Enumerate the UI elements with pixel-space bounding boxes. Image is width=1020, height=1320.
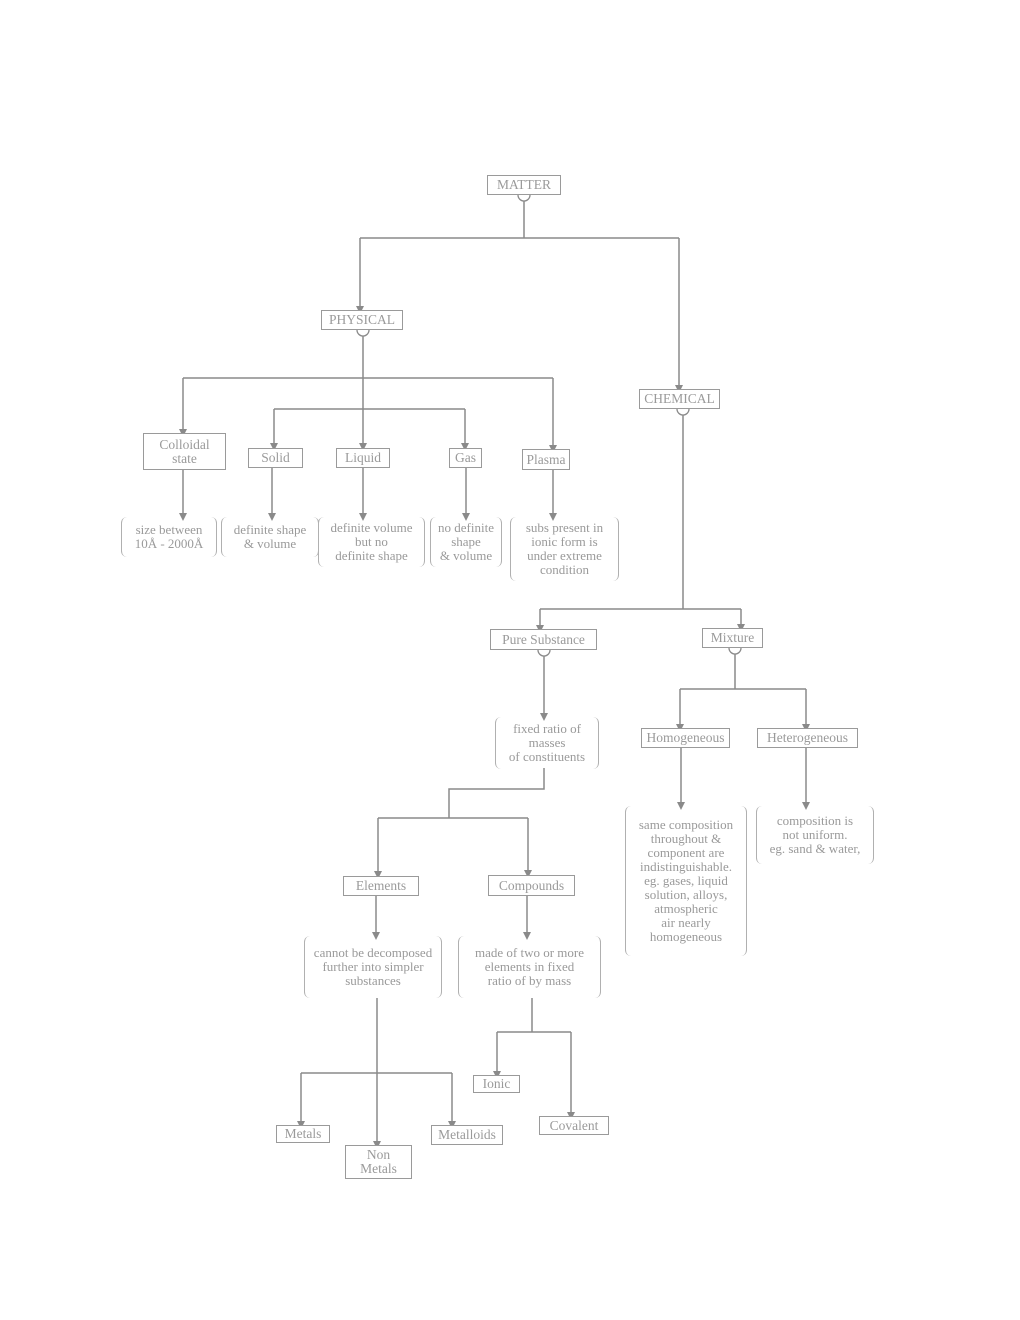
node-metalloids: Metalloids (431, 1125, 503, 1145)
node-mixture: Mixture (702, 628, 763, 648)
note-gas: no definite shape & volume (430, 517, 502, 567)
node-solid: Solid (248, 448, 303, 468)
note-elements: cannot be decomposed further into simple… (304, 936, 442, 998)
link-pure (378, 768, 545, 819)
cup-chemical (676, 408, 690, 416)
note-plasma: subs present in ionic form is under extr… (510, 517, 619, 581)
note-pure-substance: fixed ratio of masses of constituents (495, 717, 599, 769)
link-chemical (540, 409, 741, 610)
node-metals: Metals (276, 1125, 330, 1143)
node-plasma: Plasma (522, 449, 570, 470)
note-heterogeneous: composition is not uniform. eg. sand & w… (756, 806, 874, 864)
link-elements (301, 998, 452, 1074)
note-liquid: definite volume but no definite shape (318, 517, 425, 567)
node-physical: PHYSICAL (321, 310, 403, 330)
link-matter (360, 195, 679, 239)
cup-physical (356, 329, 370, 337)
node-gas: Gas (449, 448, 482, 468)
node-heterogeneous: Heterogeneous (757, 728, 858, 748)
note-homogeneous: same composition throughout & component … (625, 806, 747, 956)
node-compounds: Compounds (488, 875, 575, 896)
link-physical (183, 330, 553, 410)
link-mixture (680, 648, 806, 690)
node-colloidal: Colloidal state (143, 433, 226, 470)
node-elements: Elements (343, 876, 419, 896)
node-pure-substance: Pure Substance (490, 629, 597, 650)
node-ionic: Ionic (473, 1075, 520, 1093)
note-compounds: made of two or more elements in fixed ra… (458, 936, 601, 998)
node-non-metals: Non Metals (345, 1145, 412, 1179)
node-chemical: CHEMICAL (639, 389, 720, 409)
node-liquid: Liquid (336, 448, 390, 468)
note-colloidal: size between 10Å - 2000Å (121, 517, 217, 557)
cup-matter (517, 194, 531, 202)
link-compounds (497, 998, 571, 1033)
cup-pure-substance (537, 649, 551, 657)
note-solid: definite shape & volume (221, 517, 319, 557)
node-covalent: Covalent (539, 1116, 609, 1135)
cup-mixture (728, 647, 742, 655)
node-homogeneous: Homogeneous (641, 728, 730, 748)
node-matter: MATTER (487, 175, 561, 195)
